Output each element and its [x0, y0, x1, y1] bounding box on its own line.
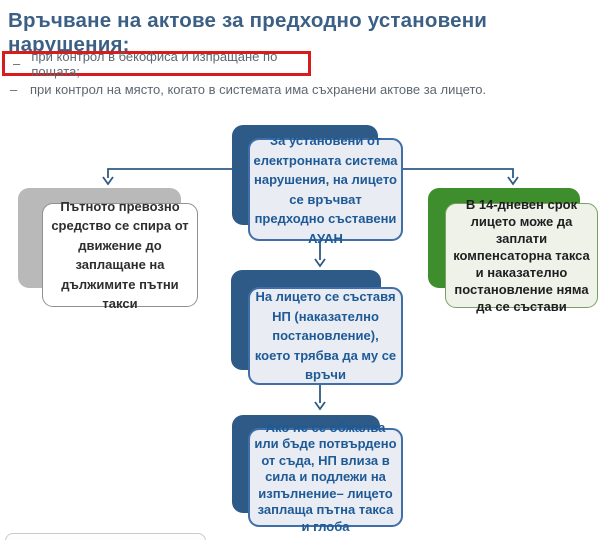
bullet-text-onsite: при контрол на място, когато в системата… — [30, 82, 487, 97]
node-right: В 14-дневен срок лицето може да заплати … — [445, 197, 598, 314]
node-left: Пътното превозно средство се спира от дв… — [42, 199, 198, 311]
node-middle-text: На лицето се съставя НП (наказателно пос… — [254, 289, 397, 383]
arrow-down-icon — [314, 258, 326, 268]
node-top-text: За установени от електронната система на… — [253, 133, 398, 246]
node-middle: На лицето се съставя НП (наказателно пос… — [248, 287, 403, 385]
bullet-dash: – — [13, 56, 21, 71]
node-left-text: Пътното превозно средство се спира от дв… — [51, 198, 189, 312]
highlighted-bullet-red-frame: – при контрол в бекофиса и изпращане по … — [2, 48, 311, 79]
bullet-text-backoffice: при контрол в бекофиса и изпращане по по… — [31, 48, 278, 79]
node-bottom-text: Ако не се обжалва или бъде потвърдено от… — [254, 419, 397, 534]
arrow-down-icon — [102, 176, 114, 186]
node-bottom: Ако не се обжалва или бъде потвърдено от… — [248, 420, 403, 534]
node-right-text: В 14-дневен срок лицето може да заплати … — [453, 197, 590, 314]
node-top: За установени от електронната система на… — [248, 133, 403, 246]
flowchart: За установени от електронната система на… — [0, 115, 615, 540]
connector-middle-to-bottom — [314, 385, 326, 411]
partial-next-element — [5, 533, 206, 540]
page-title: Връчване на актове за предходно установе… — [8, 9, 488, 56]
arrow-down-icon — [314, 401, 326, 411]
connector-to-right-node — [403, 168, 519, 186]
connector-to-left-node — [102, 168, 232, 186]
bullet-onsite: – при контрол на място, когато в система… — [10, 82, 570, 97]
arrow-down-icon — [507, 176, 519, 186]
bullet-dash: – — [10, 82, 18, 97]
